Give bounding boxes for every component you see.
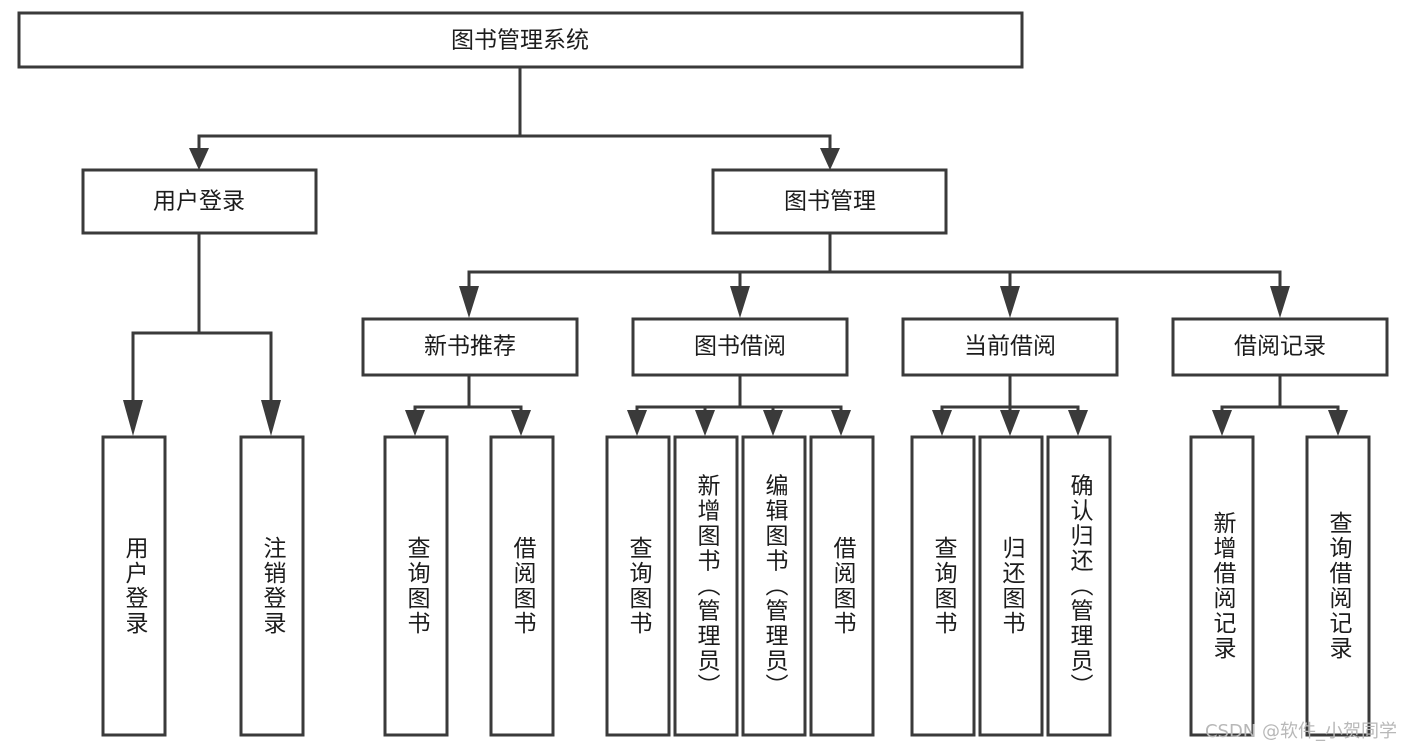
leaf-confirm-return-box[interactable] — [1046, 435, 1112, 737]
leaf-add-book-label: 新增图书（管理员） — [693, 474, 721, 699]
leaf-query-book-1-box[interactable] — [383, 435, 449, 737]
arrow-to-leaf-query-record — [1328, 410, 1348, 436]
book-manage-label: 图书管理 — [784, 189, 876, 215]
new-book-recommend-label: 新书推荐 — [424, 334, 516, 360]
user-login-label: 用户登录 — [153, 189, 245, 215]
arrow-to-leaf-query-book-2 — [627, 410, 647, 436]
leaf-return-book-label: 归还图书 — [998, 536, 1026, 636]
book-borrow-box[interactable] — [631, 317, 849, 377]
leaf-query-book-2-box[interactable] — [605, 435, 671, 737]
node-leaf-query-book-1[interactable]: 查询图书 — [383, 435, 449, 737]
arrow-to-borrow-record — [1270, 286, 1290, 318]
arrow-to-leaf-add-record — [1212, 410, 1232, 436]
root-label: 图书管理系统 — [451, 28, 589, 54]
leaf-query-book-3-label: 查询图书 — [930, 536, 958, 636]
current-borrow-box[interactable] — [901, 317, 1119, 377]
current-borrow-label: 当前借阅 — [964, 334, 1056, 360]
leaf-add-record-box[interactable] — [1189, 435, 1255, 737]
arrow-to-book-manage — [820, 148, 840, 170]
leaf-query-record-label: 查询借阅记录 — [1325, 511, 1353, 661]
leaf-query-book-2-label: 查询图书 — [625, 536, 653, 636]
node-leaf-logout[interactable]: 注销登录 — [239, 435, 305, 737]
arrow-to-book-borrow — [730, 286, 750, 318]
connector-root-to-level2 — [197, 65, 832, 152]
connector-user-login-to-leaves — [131, 231, 273, 402]
leaf-logout-label: 注销登录 — [259, 536, 287, 636]
connector-current-borrow-to-leaves — [940, 373, 1080, 416]
new-book-recommend-box[interactable] — [361, 317, 579, 377]
user-login-box[interactable] — [81, 168, 318, 235]
leaf-add-record-label: 新增借阅记录 — [1209, 511, 1237, 661]
node-leaf-add-record[interactable]: 新增借阅记录 — [1189, 435, 1255, 737]
arrow-to-leaf-query-book-3 — [932, 410, 952, 436]
node-new-book-recommend[interactable]: 新书推荐 — [361, 317, 579, 377]
node-leaf-edit-book[interactable]: 编辑图书（管理员） — [741, 435, 807, 737]
leaf-query-book-3-box[interactable] — [910, 435, 976, 737]
connector-layer — [123, 65, 1348, 436]
leaf-return-book-box[interactable] — [978, 435, 1044, 737]
node-root[interactable]: 图书管理系统 — [17, 11, 1024, 69]
node-leaf-add-book[interactable]: 新增图书（管理员） — [673, 435, 739, 737]
arrow-to-leaf-confirm-return — [1068, 410, 1088, 436]
arrow-to-leaf-user-login — [123, 400, 143, 436]
node-leaf-borrow-book-2[interactable]: 借阅图书 — [809, 435, 875, 737]
leaf-logout-box[interactable] — [239, 435, 305, 737]
arrow-to-leaf-edit-book — [763, 410, 783, 436]
connector-borrow-record-to-leaves — [1220, 373, 1340, 416]
node-leaf-confirm-return[interactable]: 确认归还（管理员） — [1046, 435, 1112, 737]
arrow-to-leaf-borrow-book-2 — [831, 410, 851, 436]
node-current-borrow[interactable]: 当前借阅 — [901, 317, 1119, 377]
arrow-to-user-login — [189, 148, 209, 170]
connector-book-manage-to-level3 — [467, 231, 1282, 288]
leaf-query-record-box[interactable] — [1305, 435, 1371, 737]
node-book-borrow[interactable]: 图书借阅 — [631, 317, 849, 377]
node-user-login[interactable]: 用户登录 — [81, 168, 318, 235]
leaf-borrow-book-2-label: 借阅图书 — [829, 536, 857, 636]
leaf-borrow-book-1-label: 借阅图书 — [509, 536, 537, 636]
node-leaf-return-book[interactable]: 归还图书 — [978, 435, 1044, 737]
leaf-user-login-box[interactable] — [101, 435, 167, 737]
arrow-to-leaf-borrow-book-1 — [511, 410, 531, 436]
leaf-edit-book-label: 编辑图书（管理员） — [761, 474, 789, 699]
root-box[interactable] — [17, 11, 1024, 69]
leaf-user-login-label: 用户登录 — [121, 536, 149, 636]
node-leaf-borrow-book-1[interactable]: 借阅图书 — [489, 435, 555, 737]
arrow-to-leaf-logout — [261, 400, 281, 436]
arrow-to-leaf-query-book-1 — [405, 410, 425, 436]
borrow-record-box[interactable] — [1171, 317, 1389, 377]
leaf-add-book-box[interactable] — [673, 435, 739, 737]
arrow-to-new-book-recommend — [459, 286, 479, 318]
arrow-to-leaf-return-book — [1000, 410, 1020, 436]
node-leaf-query-book-3[interactable]: 查询图书 — [910, 435, 976, 737]
node-leaf-user-login[interactable]: 用户登录 — [101, 435, 167, 737]
connector-new-book-recommend-to-leaves — [413, 373, 523, 416]
leaf-edit-book-box[interactable] — [741, 435, 807, 737]
arrow-to-leaf-add-book — [695, 410, 715, 436]
arrow-to-current-borrow — [1000, 286, 1020, 318]
node-borrow-record[interactable]: 借阅记录 — [1171, 317, 1389, 377]
node-leaf-query-book-2[interactable]: 查询图书 — [605, 435, 671, 737]
borrow-record-label: 借阅记录 — [1234, 334, 1326, 360]
leaf-query-book-1-label: 查询图书 — [403, 536, 431, 636]
connector-book-borrow-to-leaves — [635, 373, 843, 416]
node-leaf-query-record[interactable]: 查询借阅记录 — [1305, 435, 1371, 737]
leaf-borrow-book-1-box[interactable] — [489, 435, 555, 737]
node-book-manage[interactable]: 图书管理 — [711, 168, 948, 235]
book-manage-box[interactable] — [711, 168, 948, 235]
leaf-borrow-book-2-box[interactable] — [809, 435, 875, 737]
leaf-confirm-return-label: 确认归还（管理员） — [1066, 474, 1094, 699]
book-borrow-label: 图书借阅 — [694, 334, 786, 360]
